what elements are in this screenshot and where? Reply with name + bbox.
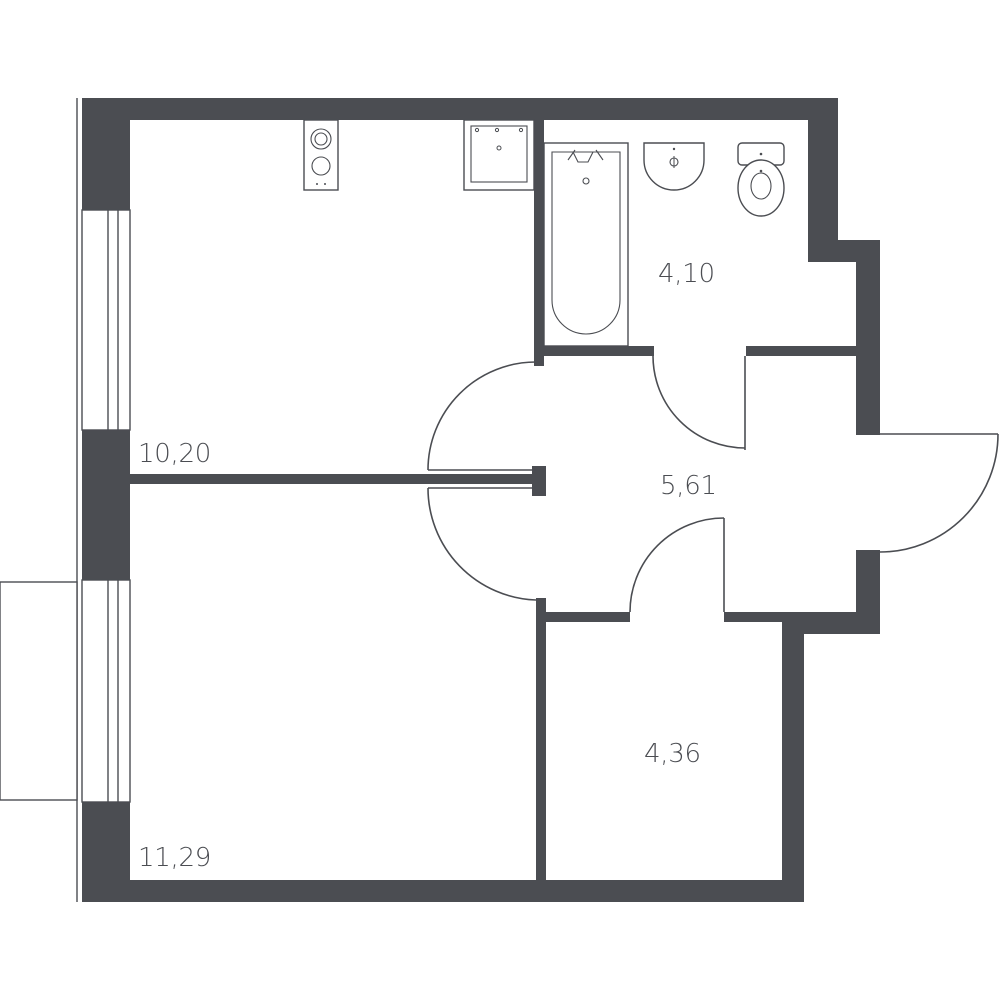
bathtub-icon bbox=[543, 142, 629, 347]
hallway-area-label: 5,61 bbox=[660, 471, 717, 501]
door-kitchen bbox=[427, 361, 537, 471]
door-bathroom bbox=[652, 355, 746, 450]
bathroom-area-label: 4,10 bbox=[658, 259, 715, 289]
kitchen-area-label: 10,20 bbox=[138, 439, 211, 469]
interior-walls bbox=[130, 120, 858, 882]
door-living bbox=[427, 487, 537, 601]
living-room-area-label: 11,29 bbox=[138, 843, 211, 873]
stove-icon bbox=[303, 119, 339, 191]
door-storage bbox=[629, 517, 725, 613]
storage-area-label: 4,36 bbox=[644, 739, 701, 769]
kitchen-sink-icon bbox=[463, 119, 535, 191]
washbasin-icon bbox=[643, 142, 705, 191]
window-lower bbox=[81, 579, 131, 803]
door-entrance bbox=[879, 433, 999, 553]
balcony bbox=[0, 581, 78, 801]
exterior-walls bbox=[82, 98, 880, 902]
toilet-icon bbox=[737, 142, 785, 217]
